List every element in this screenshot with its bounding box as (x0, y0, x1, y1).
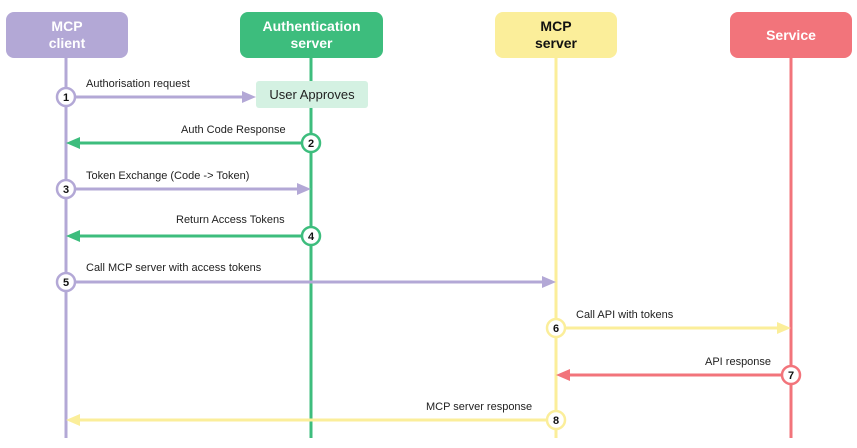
step-number-3: 3 (63, 184, 69, 196)
message-label-8: MCP server response (426, 401, 533, 413)
actor-mcp-client: MCP client (6, 12, 128, 58)
user-approves-note: User Approves (256, 81, 368, 108)
actor-service: Service (730, 12, 852, 58)
message-label-5: Call MCP server with access tokens (86, 262, 262, 274)
arrow-head-4 (66, 230, 80, 242)
step-number-6: 6 (553, 323, 559, 335)
step-number-5: 5 (63, 277, 69, 289)
message-label-7: API response (705, 356, 772, 368)
arrow-head-1 (242, 91, 256, 103)
step-circle-1 (55, 86, 77, 108)
arrow-head-8 (66, 414, 80, 426)
arrow-head-3 (297, 183, 311, 195)
arrow-head-6 (777, 322, 791, 334)
arrow-head-2 (66, 137, 80, 149)
step-number-4: 4 (308, 231, 315, 243)
message-label-2: Auth Code Response (181, 124, 286, 136)
step-circle-3 (55, 178, 77, 200)
step-number-7: 7 (788, 370, 794, 382)
actor-mcp-server: MCP server (495, 12, 617, 58)
step-number-2: 2 (308, 138, 314, 150)
step-circle-8 (545, 409, 567, 431)
arrow-head-7 (556, 369, 570, 381)
step-circle-5 (55, 271, 77, 293)
step-number-1: 1 (63, 92, 69, 104)
actor-authentication-server: Authentication server (240, 12, 383, 58)
step-circle-6 (545, 317, 567, 339)
step-circle-2 (300, 132, 322, 154)
message-label-4: Return Access Tokens (176, 214, 285, 226)
step-circle-4 (300, 225, 322, 247)
message-label-3: Token Exchange (Code -> Token) (86, 170, 250, 182)
step-number-8: 8 (553, 415, 559, 427)
step-circle-7 (780, 364, 802, 386)
arrow-head-5 (542, 276, 556, 288)
message-label-6: Call API with tokens (576, 309, 674, 321)
message-label-1: Authorisation request (86, 78, 190, 90)
